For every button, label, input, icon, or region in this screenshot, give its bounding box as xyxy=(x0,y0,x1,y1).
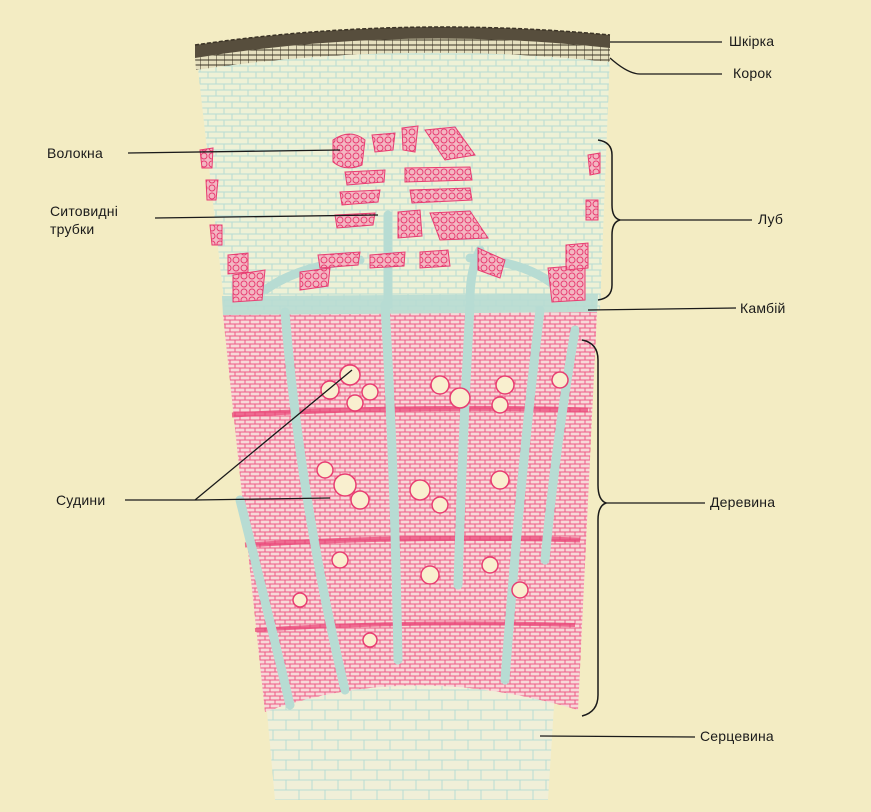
label-derevyna: Деревина xyxy=(710,494,776,510)
label-kambii: Камбій xyxy=(740,300,786,316)
cambium-band xyxy=(222,294,598,316)
label-sertsevyna: Серцевина xyxy=(700,728,774,744)
annual-ring-line xyxy=(231,405,589,418)
annual-ring-line xyxy=(244,535,581,548)
label-sudyny: Судини xyxy=(56,492,106,508)
annual-ring-line xyxy=(254,621,576,632)
vessels xyxy=(292,364,569,648)
label-sytovydni-line1: Ситовидні xyxy=(50,203,119,219)
medullary-rays xyxy=(235,300,580,710)
label-korok: Корок xyxy=(733,65,772,81)
phloem-fibers xyxy=(199,125,601,303)
label-shkirka: Шкірка xyxy=(729,33,775,49)
cork-layer xyxy=(195,38,610,70)
leader-lines-left xyxy=(125,149,379,501)
cortex-region xyxy=(197,42,610,310)
label-sytovydni-trubky: Ситовидні трубки xyxy=(50,203,150,237)
label-sytovydni-line2: трубки xyxy=(50,221,95,237)
epidermis-outline xyxy=(194,26,611,46)
label-lub: Луб xyxy=(758,211,784,227)
pith-region xyxy=(265,670,555,800)
label-volokna: Волокна xyxy=(47,145,103,161)
leader-lines xyxy=(539,41,752,738)
epidermis-layer xyxy=(195,27,610,58)
